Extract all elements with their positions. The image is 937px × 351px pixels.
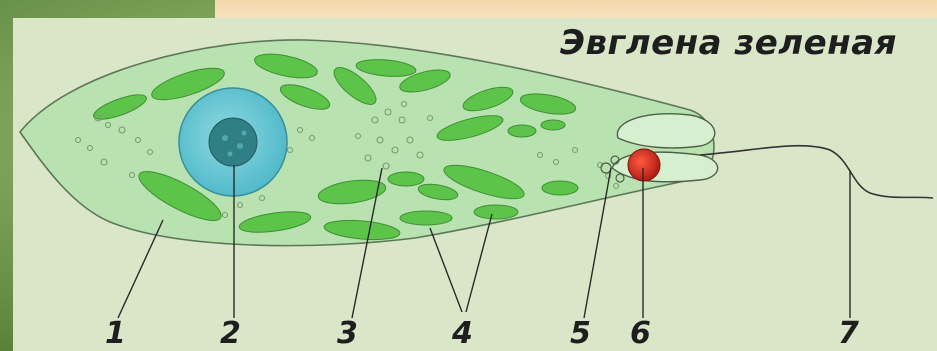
nucleolus [209,118,257,166]
label-1: 1 [105,316,126,351]
chloroplast [541,120,565,130]
label-7: 7 [838,316,859,351]
label-6: 6 [630,316,651,351]
chloroplast [388,172,424,186]
chloroplast [474,205,518,219]
chloroplast [400,211,452,225]
eyespot [628,149,660,181]
label-2: 2 [220,316,241,351]
reservoir-upper [617,114,714,148]
label-4: 4 [451,316,473,351]
label-3: 3 [337,316,358,351]
diagram-title: Эвглена зеленая [560,23,897,63]
label-5: 5 [570,316,591,351]
chloroplast [542,181,578,195]
chloroplast [508,125,536,137]
